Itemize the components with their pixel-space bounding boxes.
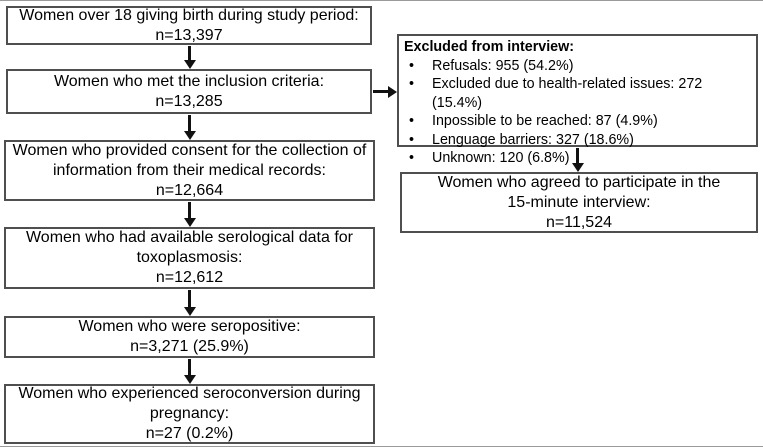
box-text-line: pregnancy: <box>149 405 230 422</box>
box-seroconversion: Women who experienced seroconversion dur… <box>4 384 375 444</box>
box-count: n=11,524 <box>546 213 612 231</box>
box-text-line: Women who had available serological data… <box>25 229 353 246</box>
box-excluded-from-interview: Excluded from interview: Refusals: 955 (… <box>397 34 758 167</box>
excluded-item: Lenguage barriers: 327 (18.6%) <box>404 131 754 150</box>
arrow-down-icon <box>183 359 196 384</box>
arrow-down-icon <box>183 46 196 69</box>
excluded-item-text: Inpossible to be reached: 87 (4.9%) <box>432 113 658 129</box>
box-text-line: information from their medical records: <box>53 161 326 179</box>
excluded-item: Refusals: 955 (54.2%) <box>404 57 754 76</box>
excluded-item: Inpossible to be reached: 87 (4.9%) <box>404 112 754 131</box>
excluded-item-text: Lenguage barriers: 327 (18.6%) <box>432 131 634 148</box>
arrow-down-icon <box>183 290 196 316</box>
box-text-line: Women who met the inclusion criteria: <box>53 72 325 90</box>
box-count: n=13,285 <box>155 92 223 110</box>
arrow-down-icon <box>183 115 196 140</box>
box-count: n=13,397 <box>155 26 223 44</box>
box-serological-data: Women who had available serological data… <box>4 227 375 289</box>
excluded-title: Excluded from interview: <box>404 39 575 55</box>
arrow-down-icon <box>571 148 584 172</box>
box-text-line: Women who experienced seroconversion dur… <box>18 385 361 402</box>
box-women-over-18: Women over 18 giving birth during study … <box>6 6 372 45</box>
excluded-item-text: Refusals: 955 (54.2%) <box>432 57 574 74</box>
arrow-right-exclusion-icon <box>373 85 397 98</box>
box-text-line: Women over 18 giving birth during study … <box>19 6 359 24</box>
box-consent-medical-records: Women who provided consent for the colle… <box>4 140 375 201</box>
excluded-item-text: Unknown: 120 (6.8%) <box>432 150 570 166</box>
box-text-line: Women who were seropositive: <box>78 318 301 335</box>
box-inclusion-criteria: Women who met the inclusion criteria: n=… <box>6 69 372 114</box>
arrow-down-icon <box>183 202 196 227</box>
box-text-line: Women who agreed to participate in the <box>437 173 721 191</box>
box-seropositive: Women who were seropositive: n=3,271 (25… <box>4 316 375 358</box>
box-count: n=12,612 <box>155 269 224 286</box>
box-text-line: toxoplasmosis: <box>136 249 243 266</box>
box-text-line: Women who provided consent for the colle… <box>12 141 367 159</box>
box-text-line: 15-minute interview: <box>507 193 651 211</box>
excluded-item: Excluded due to health-related issues: 2… <box>404 75 754 112</box>
box-count: n=3,271 (25.9%) <box>130 338 249 355</box>
box-agreed-interview: Women who agreed to participate in the 1… <box>400 172 758 233</box>
excluded-list: Refusals: 955 (54.2%) Excluded due to he… <box>404 57 754 168</box>
box-count: n=27 (0.2%) <box>145 425 234 442</box>
box-count: n=12,664 <box>155 181 224 199</box>
excluded-item: Unknown: 120 (6.8%) <box>404 149 754 168</box>
excluded-item-text: Excluded due to health-related issues: 2… <box>432 76 703 111</box>
